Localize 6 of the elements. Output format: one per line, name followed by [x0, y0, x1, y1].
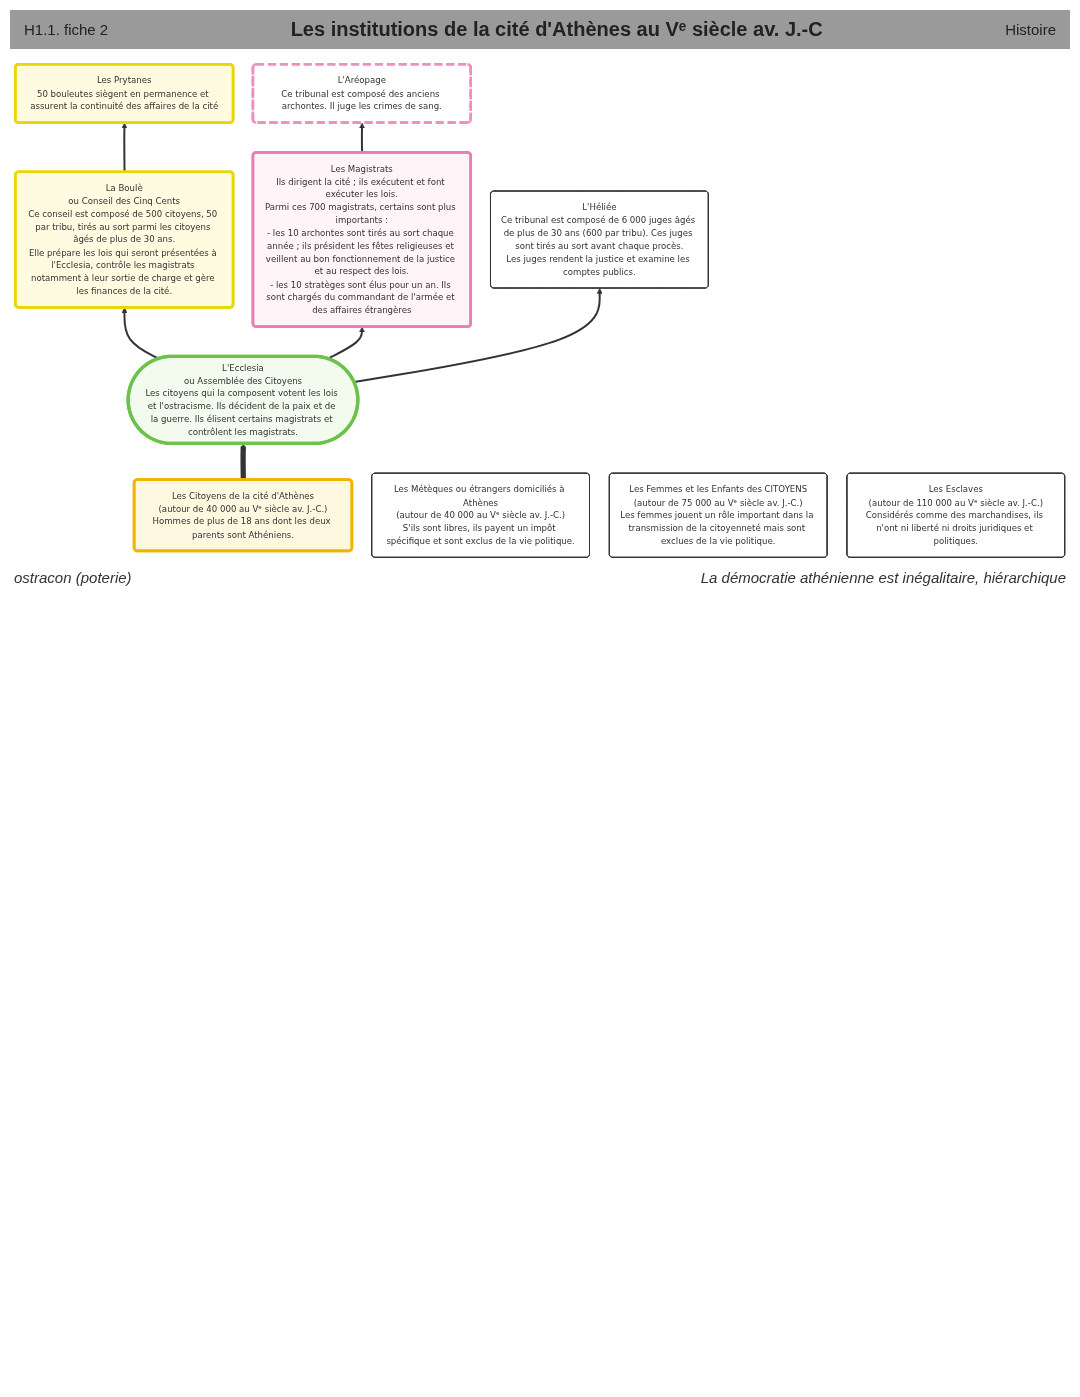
arrow	[240, 443, 247, 480]
handwritten-note: La démocratie athénienne est inégalitaire, hiérarchique	[700, 568, 1066, 586]
subject-label: Histoire	[1005, 21, 1056, 38]
sheet-reference: H1.1. fiche 2	[24, 21, 109, 38]
handwritten-note: ostracon (poterie)	[14, 568, 132, 586]
title: Les institutions de la cité d'Athènes au Vᵉ siècle av. J.-C	[290, 18, 823, 41]
